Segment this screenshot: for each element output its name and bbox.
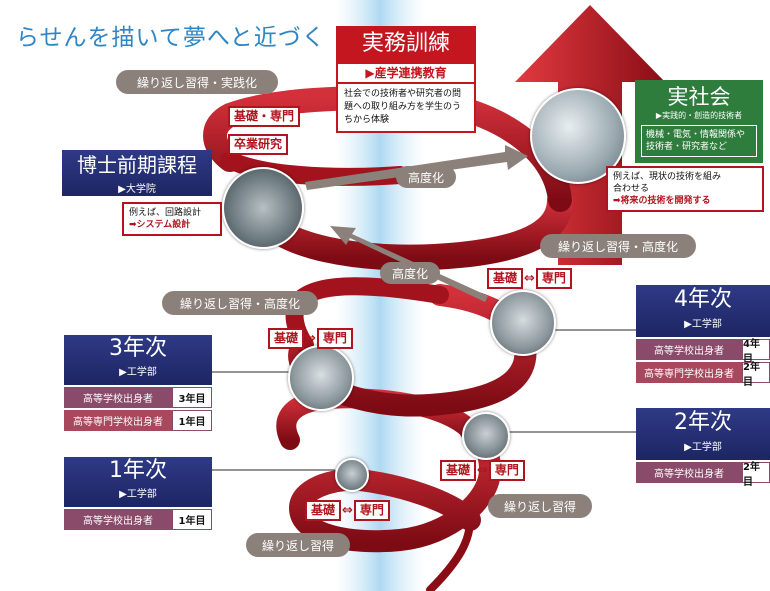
year3-row-1-label: 高等学校出身者 [64, 387, 172, 408]
note-hakase-line1: 例えば、回路設計 [129, 208, 202, 218]
pill-repeat-left: 繰り返し習得 [246, 533, 350, 557]
pair3-kiso: 基礎 [268, 328, 305, 349]
pair4-senmon: 専門 [535, 268, 572, 289]
year3-row-2: 高等専門学校出身者 1年目 [64, 410, 212, 431]
pair-kiso-senmon-2: 基礎 ⇔ 専門 [440, 460, 525, 481]
year4-row-2-label: 高等専門学校出身者 [636, 362, 742, 383]
year1-row-1-value: 1年目 [172, 509, 212, 530]
year3-row-1: 高等学校出身者 3年目 [64, 387, 212, 408]
year4-row-1-label: 高等学校出身者 [636, 339, 742, 360]
pair4-arrow-icon: ⇔ [524, 271, 535, 286]
hakase-box: 博士前期課程 ▶大学院 [62, 150, 212, 196]
hakase-sub: ▶大学院 [118, 184, 156, 195]
year4-row-2: 高等専門学校出身者 2年目 [636, 362, 770, 388]
photo-year3 [288, 345, 354, 411]
year3-sub: ▶工学部 [119, 367, 157, 378]
pair-kiso-senmon-4: 基礎 ⇔ 専門 [487, 268, 572, 289]
year2-sub: ▶工学部 [684, 442, 722, 453]
year3-box: 3年次 ▶工学部 高等学校出身者 3年目 高等専門学校出身者 1年目 [64, 335, 212, 433]
pair2-senmon: 専門 [488, 460, 525, 481]
year4-title: 4年次 [674, 287, 732, 312]
photo-year1 [335, 458, 369, 492]
photo-grad-lab [222, 167, 304, 249]
note-hakase-line2: ➡システム設計 [129, 220, 191, 230]
year2-row-1: 高等学校出身者 2年目 [636, 462, 770, 488]
jitsushakai-title: 実社会 [667, 85, 731, 109]
jitsumu-title: 実務訓練 [336, 26, 476, 62]
year4-header: 4年次 ▶工学部 [636, 285, 770, 337]
year4-box: 4年次 ▶工学部 高等学校出身者 4年目 高等専門学校出身者 2年目 [636, 285, 770, 388]
tag-kiso-senmon: 基礎・専門 [228, 106, 301, 127]
year1-box: 1年次 ▶工学部 高等学校出身者 1年目 [64, 457, 212, 532]
year4-row-2-value: 2年目 [742, 362, 770, 388]
note-shakai-line1: 例えば、現状の技術を組み [613, 172, 722, 182]
pair1-arrow-icon: ⇔ [342, 503, 353, 518]
pair1-kiso: 基礎 [305, 500, 342, 521]
pill-koudoka-mid: 高度化 [380, 262, 440, 284]
pill-repeat-jissen: 繰り返し習得・実践化 [116, 70, 278, 94]
jitsushakai-desc: 機械・電気・情報関係や技術者・研究者など [641, 125, 757, 157]
photo-year4 [490, 290, 556, 356]
jitsushakai-box: 実社会 ▶実践的・創造的技術者 機械・電気・情報関係や技術者・研究者など [635, 80, 763, 163]
pair3-senmon: 専門 [316, 328, 353, 349]
pill-repeat-koudo-left: 繰り返し習得・高度化 [162, 291, 318, 315]
pair1-senmon: 専門 [353, 500, 390, 521]
year3-header: 3年次 ▶工学部 [64, 335, 212, 385]
pair2-kiso: 基礎 [440, 460, 477, 481]
pill-repeat-right: 繰り返し習得 [488, 494, 592, 518]
pair4-kiso: 基礎 [487, 268, 524, 289]
year4-sub: ▶工学部 [684, 319, 722, 330]
photo-year2 [462, 412, 510, 460]
year2-row-1-label: 高等学校出身者 [636, 462, 742, 483]
pill-koudoka-top: 高度化 [396, 166, 456, 188]
note-shakai-line2: 合わせる [613, 184, 650, 194]
year3-title: 3年次 [109, 336, 167, 361]
year3-row-2-value: 1年目 [172, 410, 212, 431]
jitsushakai-sub: ▶実践的・創造的技術者 [655, 111, 743, 120]
year1-title: 1年次 [109, 458, 167, 483]
jitsumu-desc: 社会での技術者や研究者の問題への取り組み方を学生のうちから体験 [336, 84, 476, 133]
pair-kiso-senmon-3: 基礎 ⇔ 専門 [268, 328, 353, 349]
pair3-arrow-icon: ⇔ [305, 331, 316, 346]
year1-row-1: 高等学校出身者 1年目 [64, 509, 212, 530]
note-shakai: 例えば、現状の技術を組み 合わせる ➡将来の技術を開発する [606, 166, 764, 212]
jitsumu-sub: ▶産学連携教育 [336, 62, 476, 84]
hakase-title: 博士前期課程 [77, 153, 197, 177]
year2-row-1-value: 2年目 [742, 462, 770, 488]
pair2-arrow-icon: ⇔ [477, 463, 488, 478]
note-hakase: 例えば、回路設計 ➡システム設計 [122, 202, 222, 236]
pair-kiso-senmon-1: 基礎 ⇔ 専門 [305, 500, 390, 521]
year2-header: 2年次 ▶工学部 [636, 408, 770, 460]
year1-header: 1年次 ▶工学部 [64, 457, 212, 507]
pill-repeat-koudo-right: 繰り返し習得・高度化 [540, 234, 696, 258]
page-title: らせんを描いて夢へと近づく [16, 25, 326, 51]
year3-row-2-label: 高等専門学校出身者 [64, 410, 172, 431]
note-shakai-line3: ➡将来の技術を開発する [613, 196, 711, 206]
year2-box: 2年次 ▶工学部 高等学校出身者 2年目 [636, 408, 770, 488]
year1-row-1-label: 高等学校出身者 [64, 509, 172, 530]
year2-title: 2年次 [674, 410, 732, 435]
year3-row-1-value: 3年目 [172, 387, 212, 408]
jitsumu-box: 実務訓練 ▶産学連携教育 社会での技術者や研究者の問題への取り組み方を学生のうち… [336, 26, 476, 133]
year1-sub: ▶工学部 [119, 489, 157, 500]
tag-sotsugyo: 卒業研究 [228, 134, 289, 155]
